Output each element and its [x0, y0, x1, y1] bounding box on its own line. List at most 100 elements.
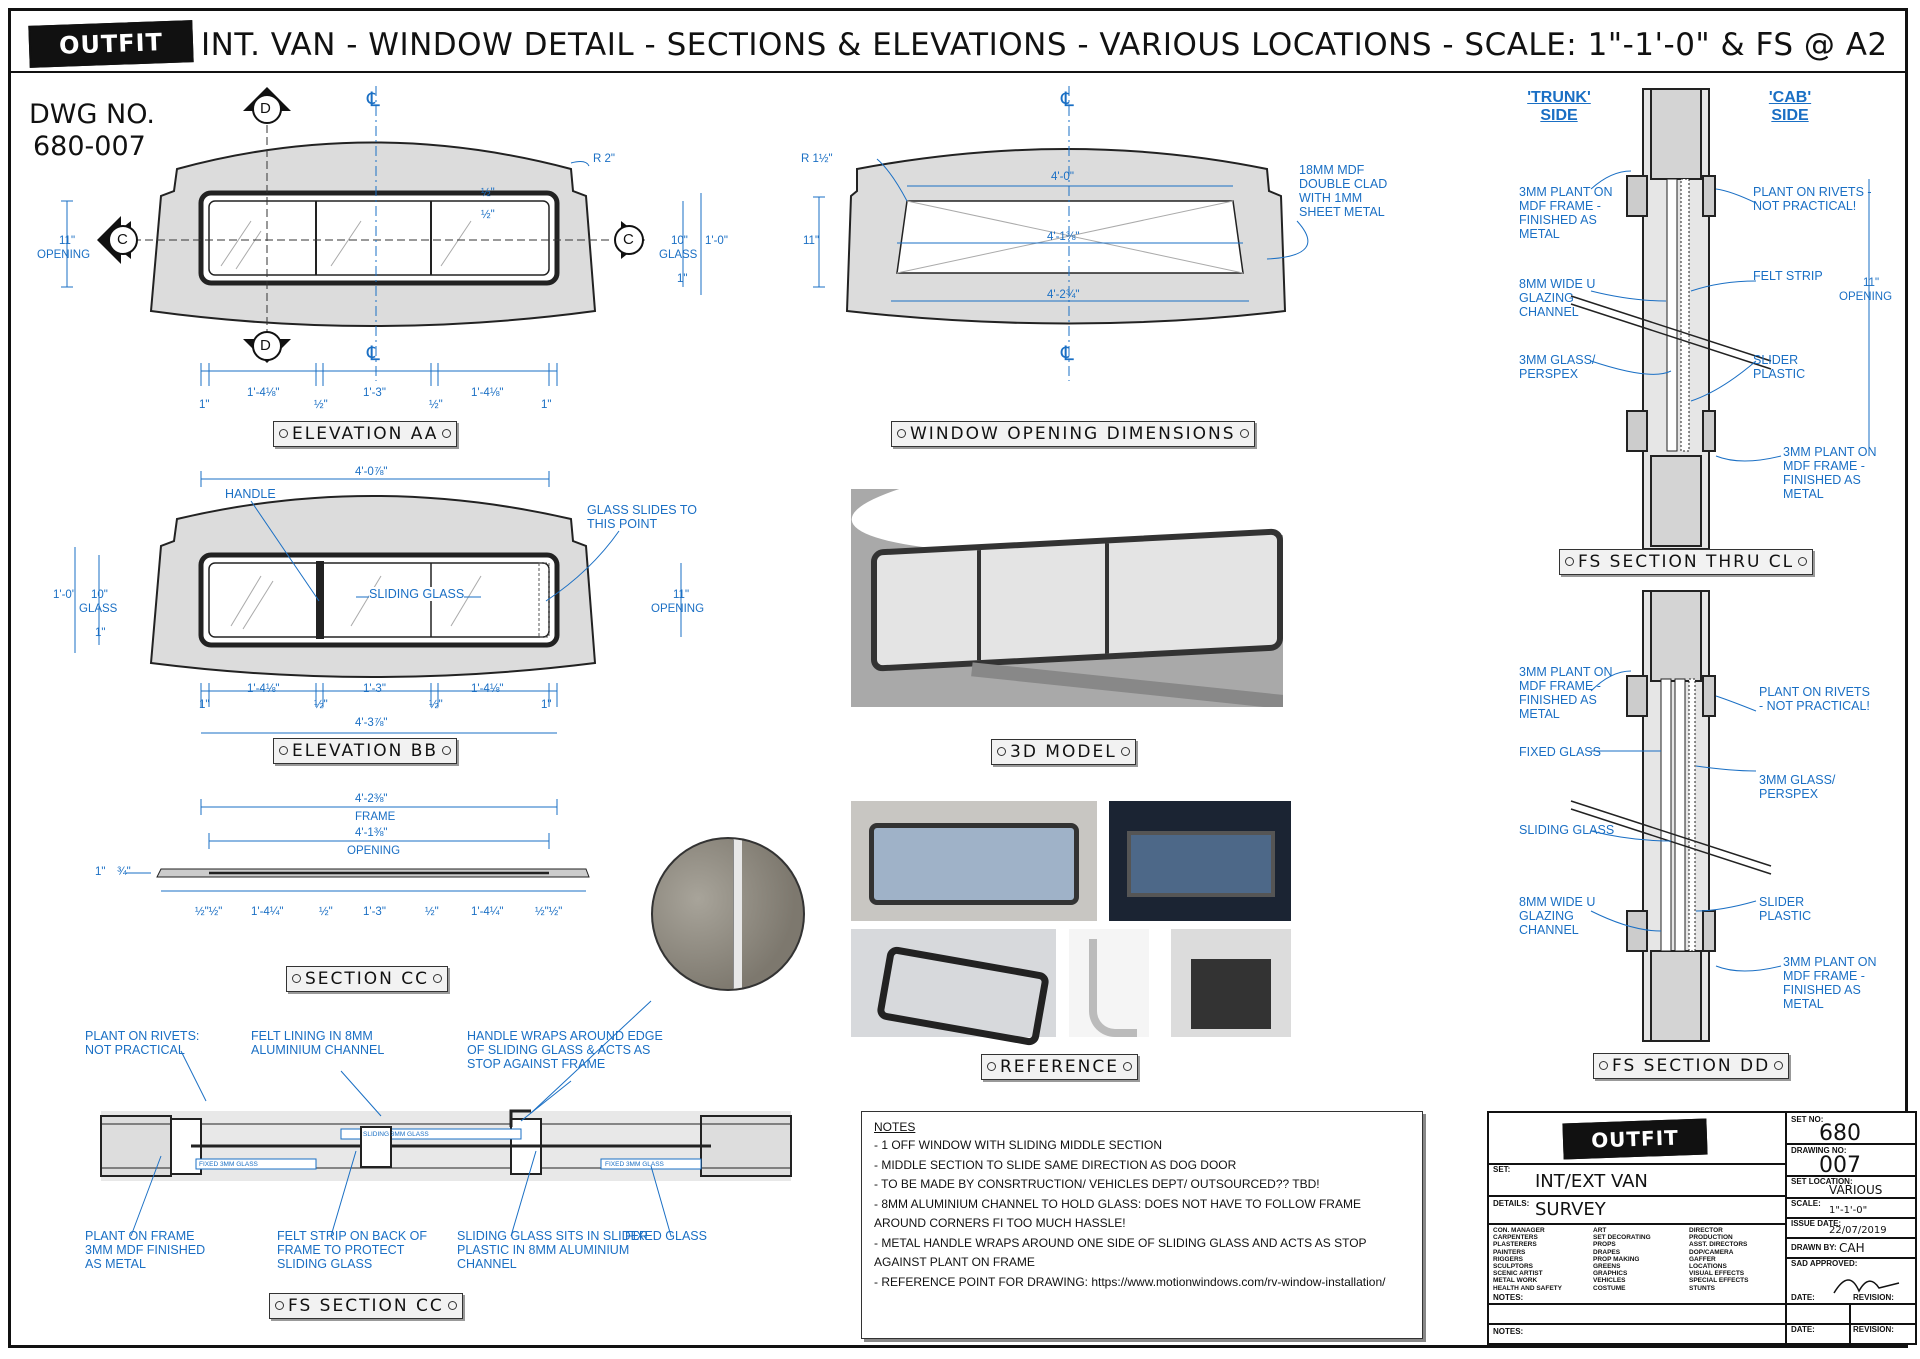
wo-height: 11" — [803, 235, 820, 247]
cl-right-note-3: SLIDER PLASTIC — [1753, 353, 1806, 381]
sheet-title: INT. VAN - WINDOW DETAIL - SECTIONS & EL… — [201, 27, 1888, 63]
wo-top: 4'-0" — [1051, 171, 1074, 183]
title-rule — [11, 71, 1905, 73]
tb-date-label-2: DATE: — [1791, 1325, 1815, 1334]
cl-left-note-2: 8MM WIDE U GLAZING CHANNEL — [1519, 277, 1596, 319]
fs-cc-note-7: FIXED GLASS — [625, 1229, 707, 1243]
aa-left-dim-label: OPENING — [37, 249, 91, 261]
fs-section-dd-label: FS SECTION DD — [1593, 1053, 1790, 1079]
notes-line-2: - MIDDLE SECTION TO SLIDE SAME DIRECTION… — [874, 1157, 1237, 1172]
bb-bottom-dim-1: 1" — [199, 699, 210, 711]
cl-right-note-2: FELT STRIP — [1753, 269, 1823, 283]
bb-bottom-dim-7: 1" — [541, 699, 552, 711]
cc-bottom-dim-7: ½"½" — [535, 906, 563, 918]
tb-sad-label: SAD APPROVED: — [1791, 1259, 1858, 1268]
fs-cc-note-2: FELT LINING IN 8MM ALUMINIUM CHANNEL — [251, 1029, 385, 1057]
bb-top-dim: 4'-0⅞" — [355, 466, 388, 478]
fs-section-cc-label: FS SECTION CC — [269, 1293, 463, 1319]
fs-section-dd-drawing — [1570, 590, 1782, 1042]
fs-cc-inner-1: SLIDING 3MM GLASS — [363, 1131, 429, 1138]
reference-label: REFERENCE — [981, 1054, 1138, 1080]
window-opening-label: WINDOW OPENING DIMENSIONS — [891, 421, 1255, 447]
dd-left-note-1: 3MM PLANT ON MDF FRAME - FINISHED AS MET… — [1519, 665, 1613, 721]
cc-bottom-dim-2: 1'-4¼" — [251, 906, 284, 918]
notes-line-3: - TO BE MADE BY CONSRTRUCTION/ VEHICLES … — [874, 1177, 1320, 1191]
signature-mark — [1833, 1279, 1900, 1294]
aa-bottom-dim-5: ½" — [429, 399, 443, 411]
dwg-number: 680-007 — [33, 131, 146, 162]
cc-frame-label: FRAME — [355, 811, 396, 823]
aa-right-one: 1" — [677, 273, 688, 285]
tb-set-no: 680 — [1819, 1121, 1861, 1146]
fs-section-cl-label: FS SECTION THRU CL — [1559, 549, 1814, 575]
tb-revision-label-2: REVISION: — [1853, 1325, 1894, 1334]
tb-details-value: SURVEY — [1535, 1199, 1606, 1220]
tb-date-label-1: DATE: — [1791, 1293, 1815, 1302]
tb-set-location-label: SET LOCATION: — [1791, 1177, 1853, 1186]
bb-left-glass-label: GLASS — [79, 603, 118, 615]
cc-frame-dim: 4'-2⅜" — [355, 793, 388, 805]
bb-handle: HANDLE — [225, 487, 276, 501]
bb-right-label: OPENING — [651, 603, 705, 615]
bb-left-one: 1" — [95, 627, 106, 639]
fs-cc-note-3: HANDLE WRAPS AROUND EDGE OF SLIDING GLAS… — [467, 1029, 663, 1071]
bb-bottom-total: 4'-3⅞" — [355, 717, 388, 729]
title-block: OUTFIT SET NO: 680 DRAWING NO: 007 SET L… — [1487, 1111, 1917, 1345]
tb-scale: 1"-1'-0" — [1829, 1205, 1868, 1216]
dd-right-note-2: 3MM GLASS/ PERSPEX — [1759, 773, 1836, 801]
wo-note: 18MM MDF DOUBLE CLAD WITH 1MM SHEET META… — [1299, 163, 1388, 219]
cab-side-label: 'CAB' SIDE — [1768, 89, 1812, 124]
dwg-label: DWG NO. — [29, 99, 155, 130]
aa-bottom-dim-3: ½" — [314, 399, 328, 411]
tb-set-location: VARIOUS — [1829, 1183, 1883, 1197]
aa-bottom-dim-1: 1" — [199, 399, 210, 411]
wo-bottom: 4'-2¾" — [1047, 289, 1080, 301]
aa-marker-c-left: C — [117, 231, 128, 248]
dd-right-note-3: SLIDER PLASTIC — [1759, 895, 1812, 923]
fs-section-cc-drawing — [100, 1000, 792, 1237]
cl-left-note-3: 3MM GLASS/ PERSPEX — [1519, 353, 1596, 381]
aa-bottom-dim-7: 1" — [541, 399, 552, 411]
elevation-aa-drawing — [61, 86, 702, 386]
cc-bottom-dim-1: ½"½" — [195, 906, 223, 918]
aa-bottom-dim-2: 1'-4⅛" — [247, 387, 280, 399]
tb-drawn-by: CAH — [1839, 1241, 1865, 1255]
cc-bottom-dim-4: 1'-3" — [363, 906, 386, 918]
fs-cc-note-1: PLANT ON RIVETS: NOT PRACTICAL — [85, 1029, 200, 1057]
fs-cc-note-4: PLANT ON FRAME 3MM MDF FINISHED AS METAL — [85, 1229, 206, 1271]
notes-line-7: AGAINST PLANT ON FRAME — [874, 1255, 1035, 1269]
3d-model-render — [851, 489, 1283, 707]
tb-notes-label-2: NOTES: — [1493, 1327, 1524, 1336]
cl-right-note-4: 3MM PLANT ON MDF FRAME - FINISHED AS MET… — [1783, 445, 1877, 501]
3d-model-label: 3D MODEL — [991, 739, 1136, 765]
dd-right-note-4: 3MM PLANT ON MDF FRAME - FINISHED AS MET… — [1783, 955, 1877, 1011]
reference-photo-1 — [851, 801, 1097, 921]
bb-left-glass: 10" — [91, 589, 108, 601]
cc-opening-label: OPENING — [347, 845, 401, 857]
tb-drawing-no: 007 — [1819, 1153, 1861, 1178]
bb-glass-slides: GLASS SLIDES TO THIS POINT — [587, 503, 698, 531]
tb-set-no-label: SET NO: — [1791, 1115, 1824, 1124]
tb-scale-label: SCALE: — [1791, 1199, 1821, 1208]
tb-details-label: DETAILS: — [1493, 1199, 1530, 1208]
title-block-logo: OUTFIT — [1562, 1118, 1708, 1160]
bb-bottom-dim-5: ½" — [429, 699, 443, 711]
tb-issue-date: 22/07/2019 — [1829, 1225, 1887, 1236]
aa-right-total: 1'-0" — [705, 235, 728, 247]
window-opening-drawing — [813, 86, 1309, 381]
bb-bottom-dim-2: 1'-4⅛" — [247, 683, 280, 695]
aa-bottom-dim-6: 1'-4⅛" — [471, 387, 504, 399]
detail-photo-circle — [651, 837, 805, 991]
reference-photo-4 — [1069, 929, 1149, 1037]
elevation-aa-label: ELEVATION AA — [273, 421, 458, 447]
cc-left-dim-2: ¾" — [117, 866, 131, 878]
aa-half-bot: ½" — [481, 209, 495, 221]
tb-drawn-by-label: DRAWN BY: — [1791, 1243, 1837, 1252]
section-cc-label: SECTION CC — [286, 966, 449, 992]
cc-bottom-dim-3: ½" — [319, 906, 333, 918]
aa-marker-d-bottom: D — [260, 337, 271, 354]
bb-sliding-glass: SLIDING GLASS — [369, 587, 465, 601]
